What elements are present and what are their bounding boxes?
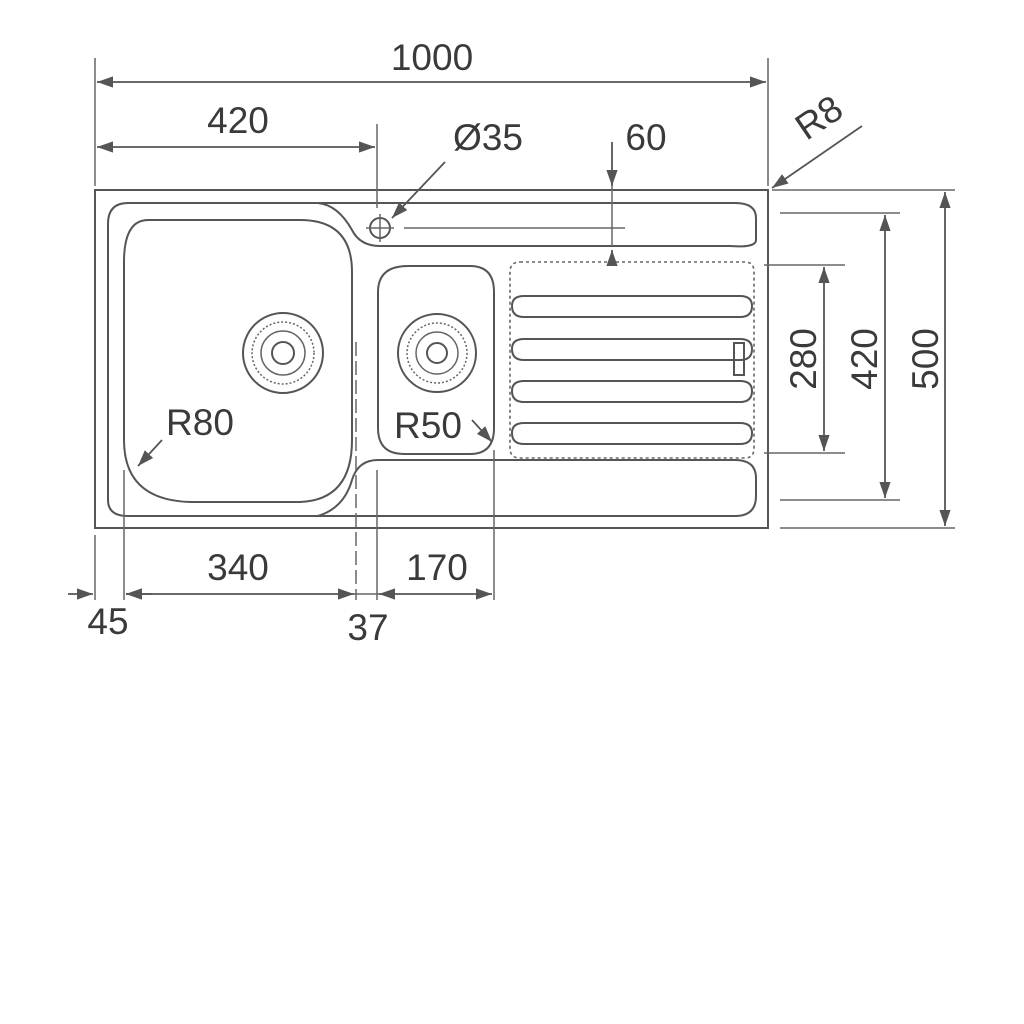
main-bowl-outline bbox=[123, 219, 353, 503]
label-main-bowl-width: 340 bbox=[207, 547, 269, 588]
dimension-bottom-chain bbox=[68, 342, 495, 600]
label-small-bowl-width: 170 bbox=[406, 547, 468, 588]
label-small-bowl-radius: R50 bbox=[394, 405, 462, 446]
sink-outline bbox=[94, 189, 769, 529]
label-bowl-gap: 37 bbox=[347, 607, 388, 648]
drainer-board bbox=[509, 261, 755, 459]
main-bowl bbox=[123, 219, 353, 503]
label-drainer-depth: 280 bbox=[783, 328, 824, 390]
small-bowl-drain bbox=[397, 313, 477, 393]
small-bowl bbox=[377, 265, 495, 455]
sink-inner-rim bbox=[107, 202, 757, 517]
dimension-small-bowl-radius: R50 bbox=[394, 405, 493, 446]
dimension-bowl-offset: 420 bbox=[97, 100, 378, 208]
main-bowl-drain bbox=[242, 312, 324, 394]
dimension-drainer-offset: 60 bbox=[606, 117, 667, 267]
drainer-groove bbox=[510, 295, 754, 318]
label-tap-hole: Ø35 bbox=[453, 117, 523, 158]
drainer-groove bbox=[510, 380, 754, 403]
label-main-bowl-radius: R80 bbox=[166, 402, 234, 443]
label-bowl-depth: 420 bbox=[844, 328, 885, 390]
drainer-outline bbox=[509, 261, 755, 459]
dimension-overall-depth: 500 bbox=[772, 189, 955, 529]
tap-hole bbox=[366, 214, 625, 242]
drainer-groove bbox=[510, 422, 754, 445]
label-bowl-offset: 420 bbox=[207, 100, 269, 141]
label-left-margin: 45 bbox=[87, 601, 128, 642]
sink-outer-edge bbox=[94, 189, 769, 529]
dimension-drainer-depth: 280 bbox=[764, 264, 845, 454]
label-overall-width: 1000 bbox=[391, 37, 473, 78]
dimension-corner-radius: R8 bbox=[771, 87, 863, 189]
dimension-bowl-depth: 420 bbox=[780, 212, 900, 501]
overflow-slot bbox=[733, 342, 745, 376]
small-bowl-outline bbox=[377, 265, 495, 455]
dimension-tap-hole: Ø35 bbox=[391, 117, 523, 219]
label-drainer-offset: 60 bbox=[625, 117, 666, 158]
drainer-groove bbox=[510, 338, 754, 361]
dimension-main-bowl-radius: R80 bbox=[137, 402, 234, 467]
dimension-overall-width: 1000 bbox=[94, 37, 769, 186]
label-overall-depth: 500 bbox=[905, 328, 946, 390]
label-corner-radius: R8 bbox=[788, 87, 850, 147]
